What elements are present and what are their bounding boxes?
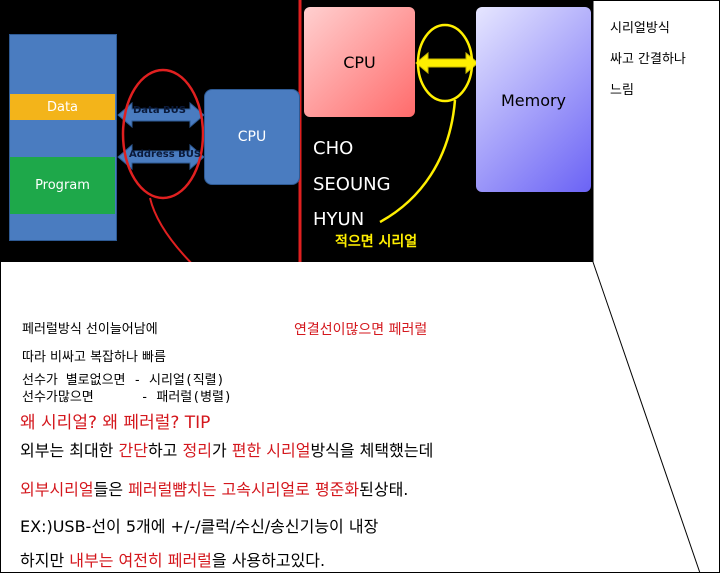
p1-seg-1: 간단 (118, 441, 148, 460)
parallel-note: 연결선이많으면 페러럴 (294, 322, 428, 338)
note-line-3: 선수가 별로없으면 - 시리얼(직렬) (22, 373, 225, 388)
note-line-4: 선수가많으면 - 패러럴(병렬) (22, 390, 232, 405)
bus-highlight-tail (149, 197, 192, 262)
serial-highlight-ellipse (416, 23, 474, 103)
p2-seg-1: 들은 (93, 480, 129, 499)
p4-seg-1: 내부는 여전히 페러럴 (69, 551, 212, 570)
data-bus-label: Data BUS (133, 105, 187, 116)
author-line-1: CHO (313, 138, 354, 159)
p1-seg-2: 하고 (147, 441, 183, 460)
data-segment: Data (10, 94, 115, 120)
program-segment-label: Program (35, 178, 90, 193)
bus-highlight-ellipse (121, 68, 205, 200)
cpu-left-label: CPU (237, 129, 267, 145)
p1-seg-4: 가 (211, 441, 232, 460)
paragraph-4: 하지만 내부는 여전히 페러럴을 사용하고있다. (20, 547, 325, 571)
p1-seg-3: 정리 (182, 441, 212, 460)
slide-screenshot: Data Program Data BUS Address BUS CPU CP… (0, 0, 593, 262)
p2-seg-0: 외부시리얼 (20, 480, 94, 499)
tip-heading: 왜 시리얼? 왜 페러럴? TIP (20, 413, 211, 433)
cpu-left: CPU (204, 89, 300, 185)
address-bus-label: Address BUS (129, 149, 202, 160)
cpu-right-label: CPU (343, 53, 376, 72)
p2-seg-2: 페러럴뺨치는 고속시리얼로 평준화 (128, 480, 360, 499)
paragraph-3: EX:)USB-선이 5개에 +/-/클럭/수신/송신기능이 내장 (20, 517, 379, 536)
side-note-line-3: 느림 (610, 83, 634, 98)
cpu-right: CPU (304, 7, 415, 117)
side-note-line-1: 시리얼방식 (610, 21, 670, 36)
note-line-1: 페러럴방식 선이늘어남에 (22, 322, 158, 337)
author-line-2: SEOUNG (313, 174, 391, 195)
p4-seg-2: 을 사용하고있다. (211, 551, 326, 570)
note-line-2: 따라 비싸고 복잡하나 빠름 (22, 350, 166, 365)
program-segment: Program (10, 157, 115, 214)
bus-arrows (117, 0, 479, 262)
side-note-line-2: 싸고 간결하나 (610, 52, 686, 67)
data-segment-label: Data (46, 99, 79, 115)
paragraph-1: 외부는 최대한 간단하고 정리가 편한 시리얼방식을 체택했는데 (20, 437, 433, 461)
memory-right-label: Memory (500, 91, 567, 110)
cpu-memory-arrow (415, 51, 479, 75)
p4-seg-0: 하지만 (20, 551, 70, 570)
serial-highlight-tail (379, 99, 457, 224)
p1-seg-5: 편한 시리얼 (231, 441, 311, 460)
paragraph-2: 외부시리얼들은 페러럴뺨치는 고속시리얼로 평준화된상태. (20, 476, 408, 500)
memory-right: Memory (476, 7, 591, 192)
serial-note: 적으면 시리얼 (335, 234, 418, 250)
author-line-3: HYUN (313, 209, 365, 230)
p1-seg-6: 방식을 체택했는데 (310, 441, 434, 460)
p1-seg-0: 외부는 최대한 (20, 441, 119, 460)
p2-seg-3: 된상태. (359, 480, 409, 499)
